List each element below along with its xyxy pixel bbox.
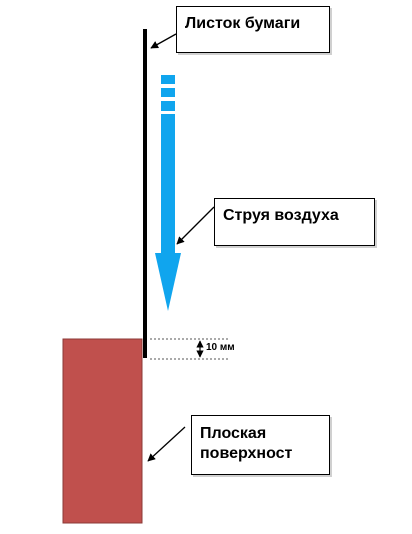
callout-surface-line-2: поверхност bbox=[200, 445, 293, 462]
flat-surface bbox=[62, 338, 143, 524]
pointer-air-jet bbox=[176, 206, 215, 245]
callout-air-jet-text: Струя воздуха bbox=[223, 207, 339, 224]
air-jet-arrow bbox=[155, 75, 181, 311]
callout-paper: Листок бумаги bbox=[176, 6, 330, 53]
pointer-surface bbox=[147, 426, 186, 462]
callout-paper-text: Листок бумаги bbox=[185, 15, 301, 32]
air-jet-arrowhead bbox=[155, 253, 181, 311]
air-jet-dash-3 bbox=[161, 101, 175, 111]
callout-surface-line-1: Плоская bbox=[200, 425, 267, 442]
gap-dimension-label: 10 мм bbox=[206, 342, 235, 353]
air-jet-dash-1 bbox=[161, 75, 175, 84]
air-jet-shaft bbox=[161, 114, 175, 254]
callout-flat-surface: Плоская поверхност bbox=[191, 415, 330, 475]
callout-air-jet: Струя воздуха bbox=[214, 198, 375, 246]
pointer-paper bbox=[150, 33, 177, 49]
air-jet-dash-2 bbox=[161, 88, 175, 97]
gap-dimension bbox=[150, 338, 228, 360]
